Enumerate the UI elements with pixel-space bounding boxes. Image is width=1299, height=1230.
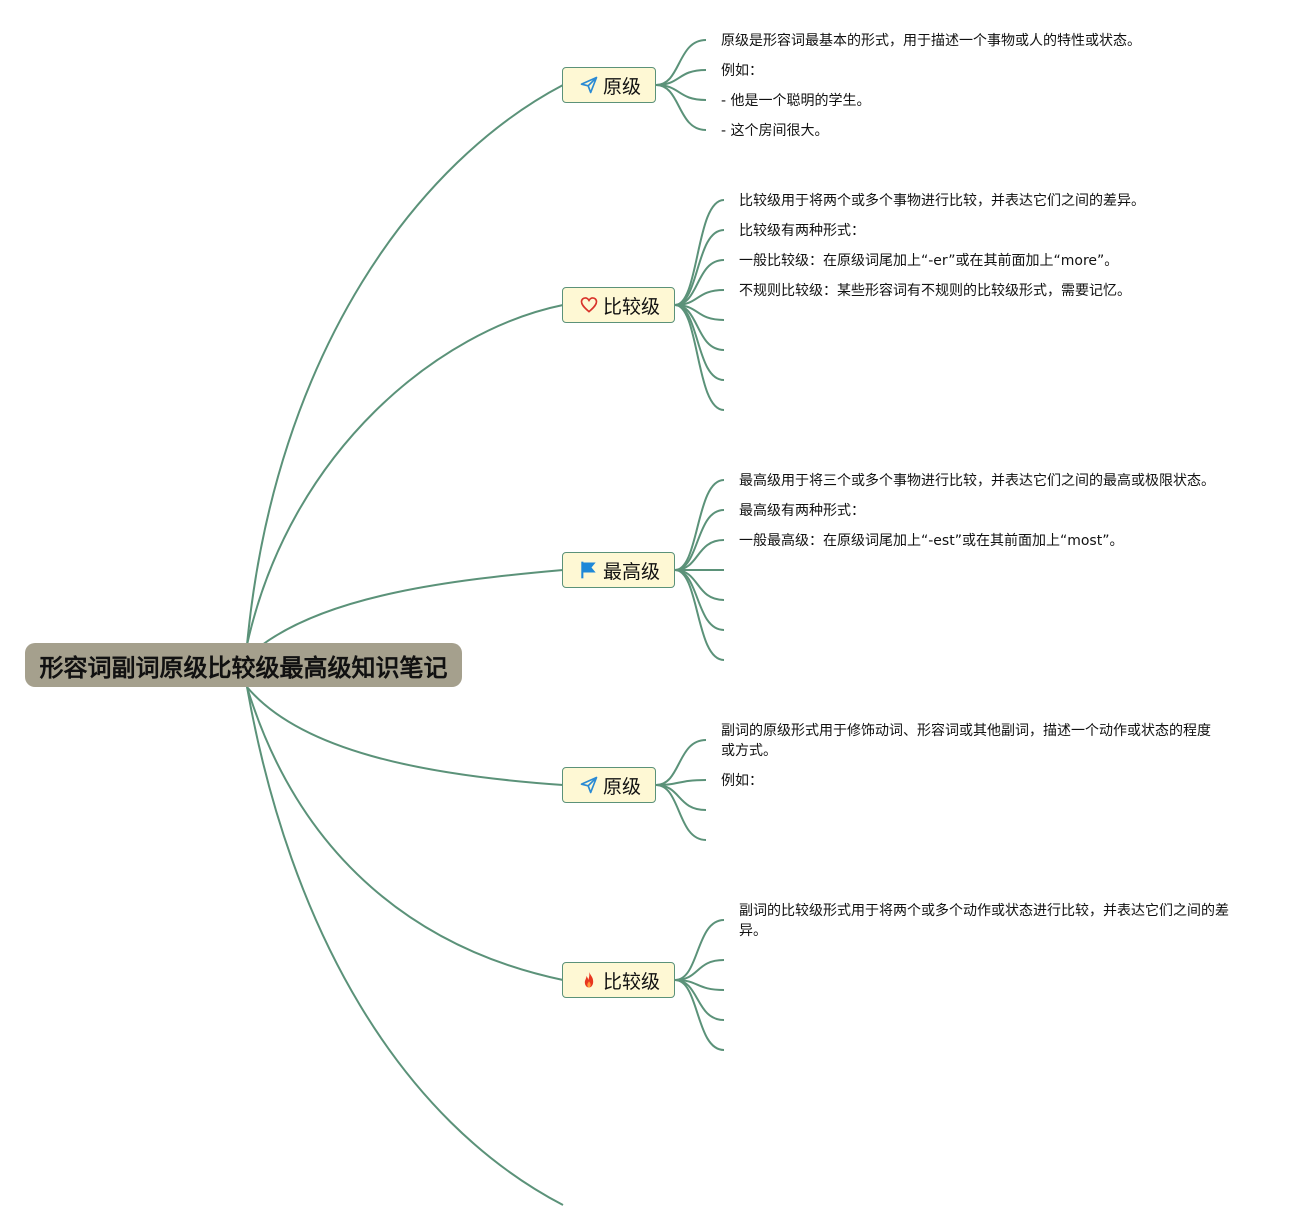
connector-line [246,686,564,1206]
connector-line [246,304,564,646]
leaf-text: 副词的比较级形式用于将两个或多个动作或状态进行比较，并表达它们之间的差异。 [739,903,1229,939]
connector-line [674,304,725,411]
connector-line [655,784,707,811]
fire-icon [579,970,599,990]
connector-line [674,229,725,306]
connector-line [674,919,725,981]
leaf-text: 例如： [721,773,763,789]
branch-label: 最高级 [603,560,661,583]
leaf-text: 比较级用于将两个或多个事物进行比较，并表达它们之间的差异。 [739,193,1145,209]
branch-label: 比较级 [603,970,661,993]
leaf-text: 一般最高级：在原级词尾加上“-est”或在其前面加上“most”。 [739,533,1124,549]
root-topic[interactable]: 形容词副词原级比较级最高级知识笔记 [25,643,462,687]
leaf-text: 不规则比较级：某些形容词有不规则的比较级形式，需要记忆。 [739,283,1131,299]
leaf-text: - 这个房间很大。 [721,123,829,139]
leaf-text: 比较级有两种形式： [739,223,865,239]
branch-comparative-adj[interactable]: 比较级 [562,287,675,323]
connector-line [674,569,725,661]
connector-line [674,199,725,306]
branch-label: 原级 [603,775,642,798]
connector-line [674,304,725,351]
connector-line [674,259,725,306]
leaf-text: 原级是形容词最基本的形式，用于描述一个事物或人的特性或状态。 [721,33,1141,49]
connector-line [674,979,725,1051]
leaf-text: 例如： [721,63,763,79]
connector-line [655,39,707,86]
connector-line [655,739,707,786]
connector-line [246,686,564,786]
flag-icon [579,560,599,580]
connector-line [246,686,564,981]
connector-line [655,784,707,841]
branch-label: 比较级 [603,295,661,318]
leaf-text: 最高级用于将三个或多个事物进行比较，并表达它们之间的最高或极限状态。 [739,473,1215,489]
branch-comparative-adv[interactable]: 比较级 [562,962,675,998]
branch-label: 原级 [603,75,642,98]
paper-plane-icon [579,75,599,95]
leaf-text: 副词的原级形式用于修饰动词、形容词或其他副词，描述一个动作或状态的程度或方式。 [721,723,1211,759]
heart-icon [579,295,599,315]
connector-line [655,84,707,131]
connector-line [674,304,725,381]
connector-line [674,479,725,571]
paper-plane-icon [579,775,599,795]
branch-positive-adv[interactable]: 原级 [562,767,656,803]
leaf-text: 一般比较级：在原级词尾加上“-er”或在其前面加上“more”。 [739,253,1119,269]
connector-line [674,509,725,571]
branch-superlative-adj[interactable]: 最高级 [562,552,675,588]
branch-positive-adj[interactable]: 原级 [562,67,656,103]
leaf-text: 最高级有两种形式： [739,503,865,519]
root-title: 形容词副词原级比较级最高级知识笔记 [39,653,448,682]
connector-line [261,569,564,646]
connector-line [246,84,564,646]
leaf-text: - 他是一个聪明的学生。 [721,93,871,109]
